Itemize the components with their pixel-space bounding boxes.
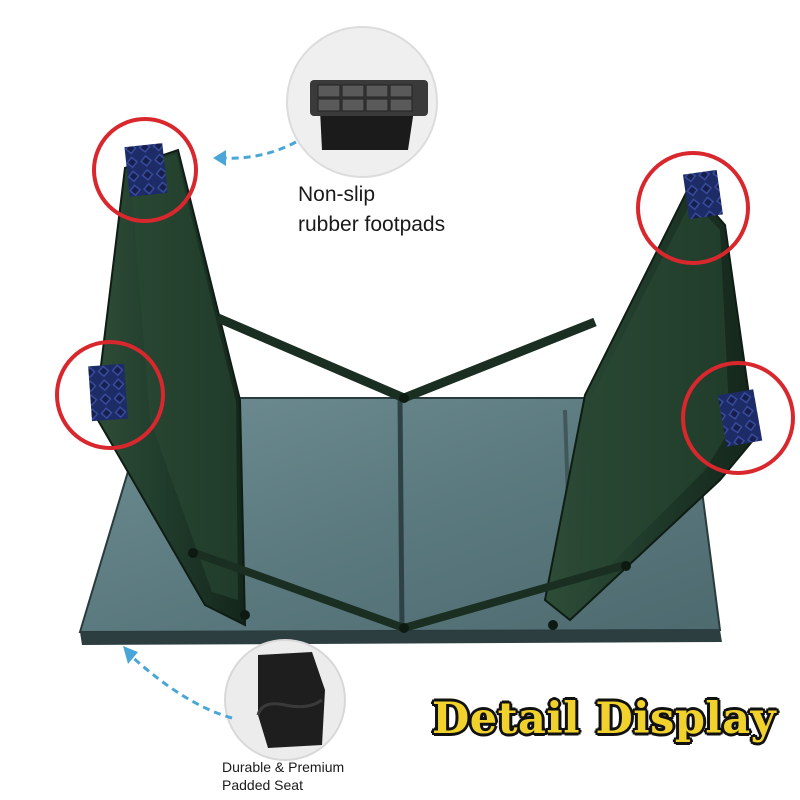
dashed-arrow-icon <box>128 653 233 720</box>
detail-display-headline: Detail Display <box>432 694 777 744</box>
seat-panel-edge <box>80 630 722 645</box>
footpads-caption: Non-slip rubber footpads <box>298 180 445 240</box>
highlight-circle-icon <box>55 340 165 450</box>
footpad-zoom-inset <box>286 26 438 178</box>
footpad-mid-left <box>88 363 128 422</box>
dashed-arrow-icon <box>221 140 297 160</box>
highlight-circle-icon <box>681 361 795 475</box>
highlight-circle-icon <box>92 117 198 223</box>
highlight-circle-icon <box>636 151 750 265</box>
seat-caption-line1: Durable & Premium <box>222 759 345 775</box>
footpad-top-right <box>682 169 723 220</box>
seat-caption: Durable & Premium Padded Seat <box>222 758 344 794</box>
seat-zoom-inset <box>224 639 346 761</box>
footpad-mid-right <box>717 389 763 447</box>
footpads-caption-line2: rubber footpads <box>298 213 446 236</box>
footpads-caption-line1: Non-slip <box>298 183 376 206</box>
seat-caption-line2: Padded Seat <box>222 777 303 793</box>
footpad-top-left <box>124 143 168 197</box>
